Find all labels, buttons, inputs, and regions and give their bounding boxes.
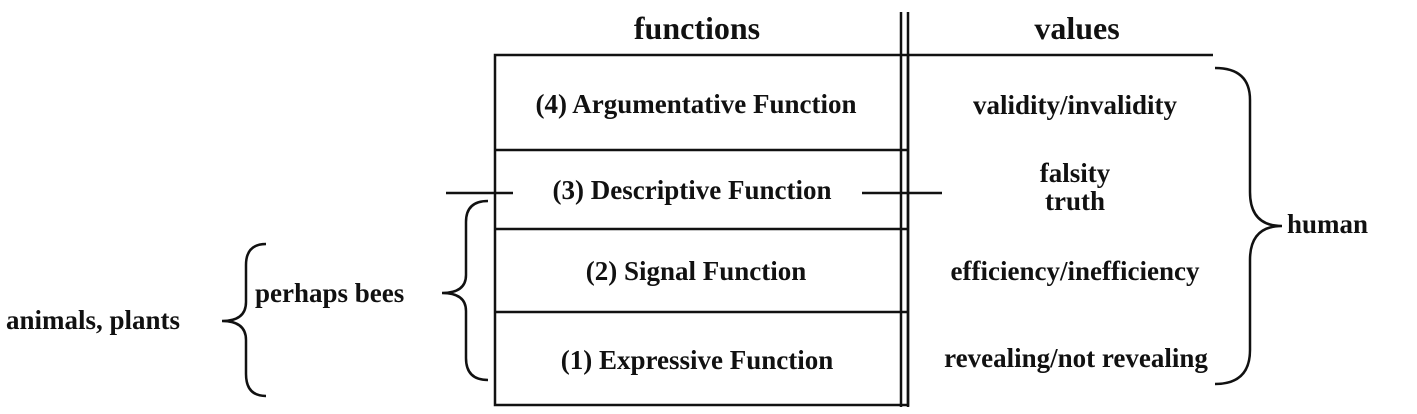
functions-header: functions bbox=[633, 10, 761, 46]
perhaps-bees-brace bbox=[441, 199, 489, 382]
validity-value: validity/invalidity bbox=[972, 90, 1178, 120]
animals-plants-label: animals, plants bbox=[6, 305, 181, 335]
animals-plants-brace bbox=[221, 242, 267, 398]
falsity-value: falsity bbox=[1039, 158, 1111, 188]
signal-function-label: (2) Signal Function bbox=[585, 256, 807, 286]
efficiency-value: efficiency/inefficiency bbox=[950, 256, 1200, 286]
human-label: human bbox=[1287, 209, 1369, 239]
perhaps-bees-label: perhaps bees bbox=[255, 278, 405, 308]
descriptive-function-label: (3) Descriptive Function bbox=[552, 175, 832, 205]
revealing-value: revealing/not revealing bbox=[944, 343, 1208, 373]
values-header: values bbox=[1034, 10, 1120, 46]
human-brace bbox=[1214, 66, 1283, 386]
expressive-function-label: (1) Expressive Function bbox=[560, 345, 834, 375]
argumentative-function-label: (4) Argumentative Function bbox=[535, 89, 857, 119]
truth-value: truth bbox=[1045, 186, 1105, 216]
